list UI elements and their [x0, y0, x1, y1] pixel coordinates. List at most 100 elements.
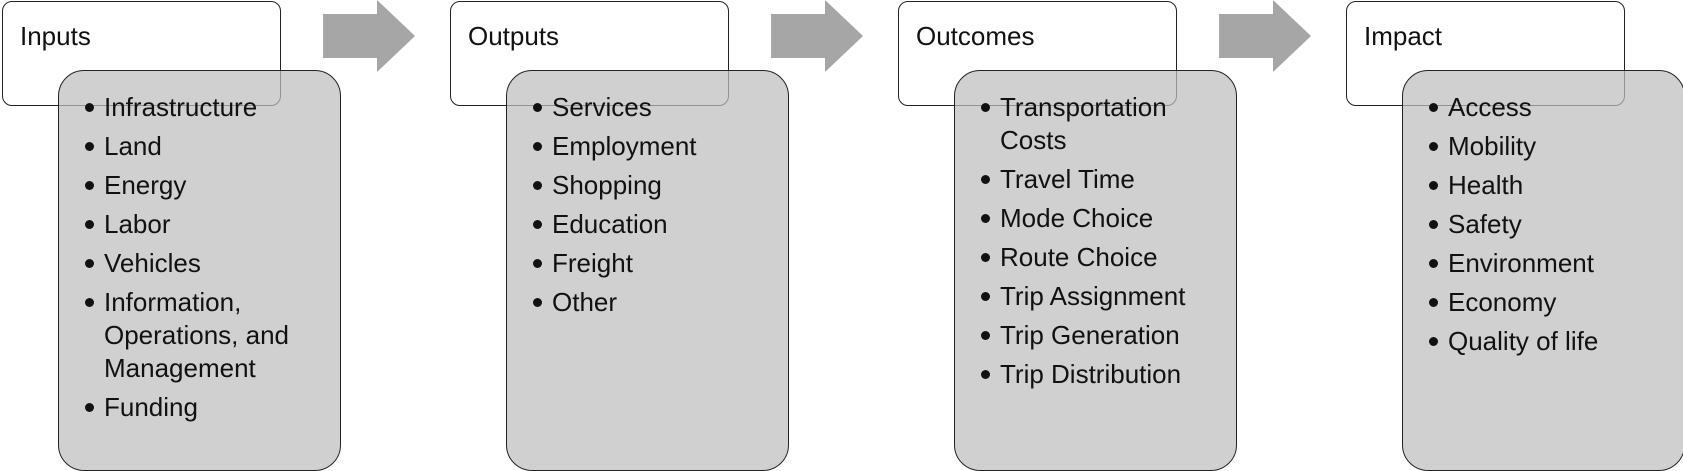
list-item: Freight [533, 247, 788, 280]
list-item: Environment [1429, 247, 1683, 280]
list-item-label: Environment [1448, 248, 1594, 278]
bullet-icon [981, 175, 990, 184]
bullet-icon [85, 298, 94, 307]
list-item: Services [533, 91, 788, 124]
list-item-label: Trip Distribution [1000, 359, 1182, 389]
stage-title: Impact [1364, 21, 1443, 51]
list-item: Education [533, 208, 788, 241]
right-arrow-icon [1219, 0, 1311, 72]
right-arrow-icon [771, 0, 863, 72]
bullet-icon [1429, 181, 1438, 190]
list-item: Travel Time [981, 163, 1236, 196]
bullet-icon [981, 292, 990, 301]
bullet-icon [981, 370, 990, 379]
bullet-icon [533, 298, 542, 307]
list-item: Trip Assignment [981, 280, 1236, 313]
list-item: Vehicles [85, 247, 340, 280]
list-item-label: Route Choice [1000, 242, 1158, 272]
list-item: Access [1429, 91, 1683, 124]
bullet-icon [85, 142, 94, 151]
list-item: Economy [1429, 286, 1683, 319]
list-item-label: Freight [552, 248, 633, 278]
list-item-label: Shopping [552, 170, 662, 200]
list-item: Infrastructure [85, 91, 340, 124]
list-item: Trip Distribution [981, 358, 1236, 391]
list-item-label: Mode Choice [1000, 203, 1154, 233]
list-item: Energy [85, 169, 340, 202]
list-item-label: Health [1448, 170, 1524, 200]
bullet-icon [85, 259, 94, 268]
list-item: Transportation Costs [981, 91, 1236, 157]
list-item: Safety [1429, 208, 1683, 241]
bullet-icon [533, 142, 542, 151]
bullet-icon [85, 181, 94, 190]
list-item: Labor [85, 208, 340, 241]
list-item-label: Travel Time [1000, 164, 1135, 194]
list-item-label: Trip Assignment [1000, 281, 1186, 311]
bullet-icon [533, 103, 542, 112]
stage-title: Inputs [20, 21, 91, 51]
list-item: Employment [533, 130, 788, 163]
list-item: Health [1429, 169, 1683, 202]
bullet-icon [85, 220, 94, 229]
list-item-label: Safety [1448, 209, 1522, 239]
list-item-label: Transportation Costs [1000, 92, 1167, 155]
list-item-label: Labor [104, 209, 171, 239]
list-item-label: Services [552, 92, 652, 122]
list-item: Mobility [1429, 130, 1683, 163]
list-item-label: Funding [104, 392, 198, 422]
list-item-label: Employment [552, 131, 697, 161]
list-item: Funding [85, 391, 340, 424]
bullet-icon [981, 214, 990, 223]
list-item-label: Mobility [1448, 131, 1537, 161]
list-item: Information, Operations, and Management [85, 286, 340, 385]
list-item-label: Information, Operations, and Management [104, 287, 290, 383]
list-item-label: Vehicles [104, 248, 201, 278]
list-item-label: Other [552, 287, 618, 317]
list-item: Quality of life [1429, 325, 1683, 358]
list-item-label: Quality of life [1448, 326, 1599, 356]
list-item: Mode Choice [981, 202, 1236, 235]
list-item-label: Access [1448, 92, 1532, 122]
bullet-icon [533, 181, 542, 190]
stage-title: Outputs [468, 21, 560, 51]
bullet-icon [85, 103, 94, 112]
bullet-icon [1429, 259, 1438, 268]
bullet-icon [533, 220, 542, 229]
bullet-icon [1429, 220, 1438, 229]
list-item-label: Economy [1448, 287, 1557, 317]
bullet-icon [981, 103, 990, 112]
list-item: Shopping [533, 169, 788, 202]
bullet-icon [1429, 142, 1438, 151]
list-item-label: Infrastructure [104, 92, 258, 122]
bullet-icon [1429, 337, 1438, 346]
list-item-label: Trip Generation [1000, 320, 1180, 350]
bullet-icon [1429, 298, 1438, 307]
right-arrow-icon [323, 0, 415, 72]
list-item: Trip Generation [981, 319, 1236, 352]
stage-title: Outcomes [916, 21, 1035, 51]
list-item: Land [85, 130, 340, 163]
bullet-icon [981, 253, 990, 262]
bullet-icon [85, 403, 94, 412]
list-item: Other [533, 286, 788, 319]
list-item-label: Energy [104, 170, 187, 200]
list-item-label: Education [552, 209, 668, 239]
bullet-icon [533, 259, 542, 268]
bullet-icon [981, 331, 990, 340]
bullet-icon [1429, 103, 1438, 112]
list-item: Route Choice [981, 241, 1236, 274]
